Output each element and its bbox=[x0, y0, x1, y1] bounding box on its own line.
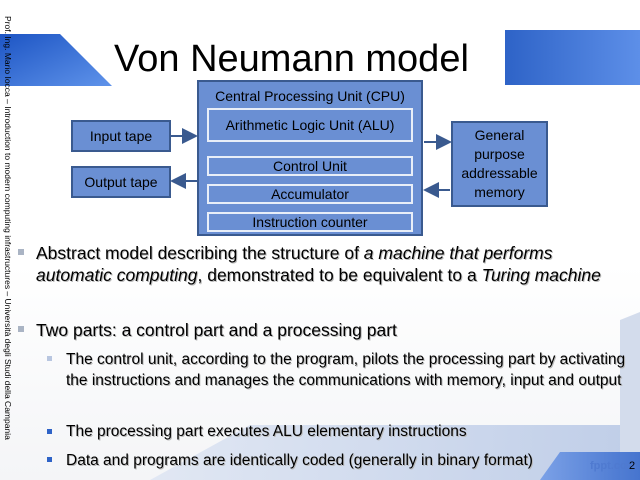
cpu-label: Central Processing Unit (CPU) bbox=[215, 88, 405, 104]
bullet-emphasis: a machine that performs automatic comput… bbox=[36, 243, 553, 285]
sub-bullet-marker bbox=[47, 429, 52, 434]
bullet-marker bbox=[18, 326, 24, 332]
side-credit-text: Prof. Ing. Mario Iocca – Introduction to… bbox=[3, 16, 13, 440]
alu-label: Arithmetic Logic Unit (ALU) bbox=[225, 116, 395, 133]
cpu-box: Central Processing Unit (CPU) Arithmetic… bbox=[197, 80, 423, 236]
memory-label-line2: purpose bbox=[474, 146, 525, 162]
control-unit-label: Control Unit bbox=[273, 157, 347, 174]
title-band-decoration bbox=[505, 30, 640, 85]
input-tape-label: Input tape bbox=[89, 127, 153, 144]
bullet-item-abstract-model: Abstract model describing the structure … bbox=[36, 242, 626, 286]
bullet-marker bbox=[18, 249, 24, 255]
memory-label-line3: addressable bbox=[461, 165, 538, 181]
accumulator-label: Accumulator bbox=[271, 185, 349, 202]
bullet-text: , demonstrated to be equivalent to a bbox=[197, 265, 482, 285]
alu-box: Arithmetic Logic Unit (ALU) bbox=[207, 108, 413, 142]
sub-bullet-marker bbox=[47, 457, 52, 462]
corner-decoration bbox=[0, 34, 112, 86]
instruction-counter-label: Instruction counter bbox=[252, 213, 368, 230]
sub-bullet-marker bbox=[47, 356, 52, 361]
sub-bullet-processing-part: The processing part executes ALU element… bbox=[66, 423, 467, 440]
accumulator-box: Accumulator bbox=[207, 184, 413, 204]
bullet-text: Abstract model describing the structure … bbox=[36, 243, 364, 263]
input-tape-box: Input tape bbox=[71, 120, 171, 152]
bullet-item-two-parts: Two parts: a control part and a processi… bbox=[36, 320, 397, 340]
output-tape-box: Output tape bbox=[71, 166, 171, 198]
bullet-emphasis: Turing machine bbox=[481, 265, 601, 285]
sub-bullet-data-programs: Data and programs are identically coded … bbox=[66, 452, 533, 469]
page-number: 2 bbox=[629, 460, 636, 472]
control-unit-box: Control Unit bbox=[207, 156, 413, 176]
instruction-counter-box: Instruction counter bbox=[207, 212, 413, 232]
memory-label-line1: General bbox=[474, 127, 525, 143]
memory-label-line4: memory bbox=[474, 184, 525, 200]
footer-logo: fppt.com bbox=[590, 460, 637, 472]
memory-box: General purpose addressable memory bbox=[451, 121, 548, 207]
output-tape-label: Output tape bbox=[84, 173, 158, 190]
sub-bullet-control-unit: The control unit, according to the progr… bbox=[66, 351, 626, 389]
slide-title: Von Neumann model bbox=[114, 38, 469, 80]
